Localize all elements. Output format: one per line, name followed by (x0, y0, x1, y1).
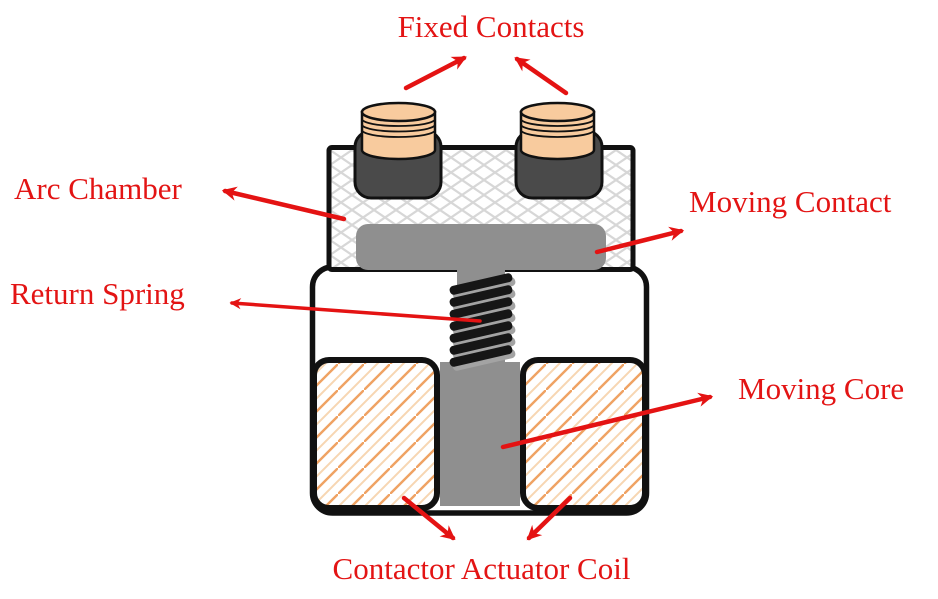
label-actuator-coil: Contactor Actuator Coil (332, 551, 631, 586)
label-return-spring: Return Spring (10, 276, 185, 311)
moving-core-foot (440, 362, 520, 506)
arrow-moving-core (500, 392, 714, 450)
contact-tip-ridges (520, 118, 595, 138)
arrow-coil-right (526, 495, 573, 541)
label-moving-contact: Moving Contact (689, 184, 892, 219)
moving-contact-bar (356, 224, 606, 270)
label-fixed-contacts: Fixed Contacts (397, 9, 585, 44)
arrow-fixed-contacts-right (514, 56, 569, 96)
arrow-arc-chamber (221, 186, 347, 222)
fixed-contact-right-tip (519, 101, 596, 161)
actuator-coil-right (520, 357, 648, 511)
label-arc-chamber: Arc Chamber (14, 171, 182, 206)
contact-tip-ridges (361, 118, 436, 138)
arrow-return-spring (229, 298, 482, 323)
fixed-contact-left-tip (360, 101, 437, 161)
label-moving-core: Moving Core (738, 371, 905, 406)
actuator-coil-left (311, 357, 440, 511)
arrow-moving-contact (594, 226, 685, 255)
arrow-fixed-contacts-left (403, 55, 467, 91)
return-spring-coil (449, 273, 516, 371)
arrow-coil-left (401, 495, 456, 541)
